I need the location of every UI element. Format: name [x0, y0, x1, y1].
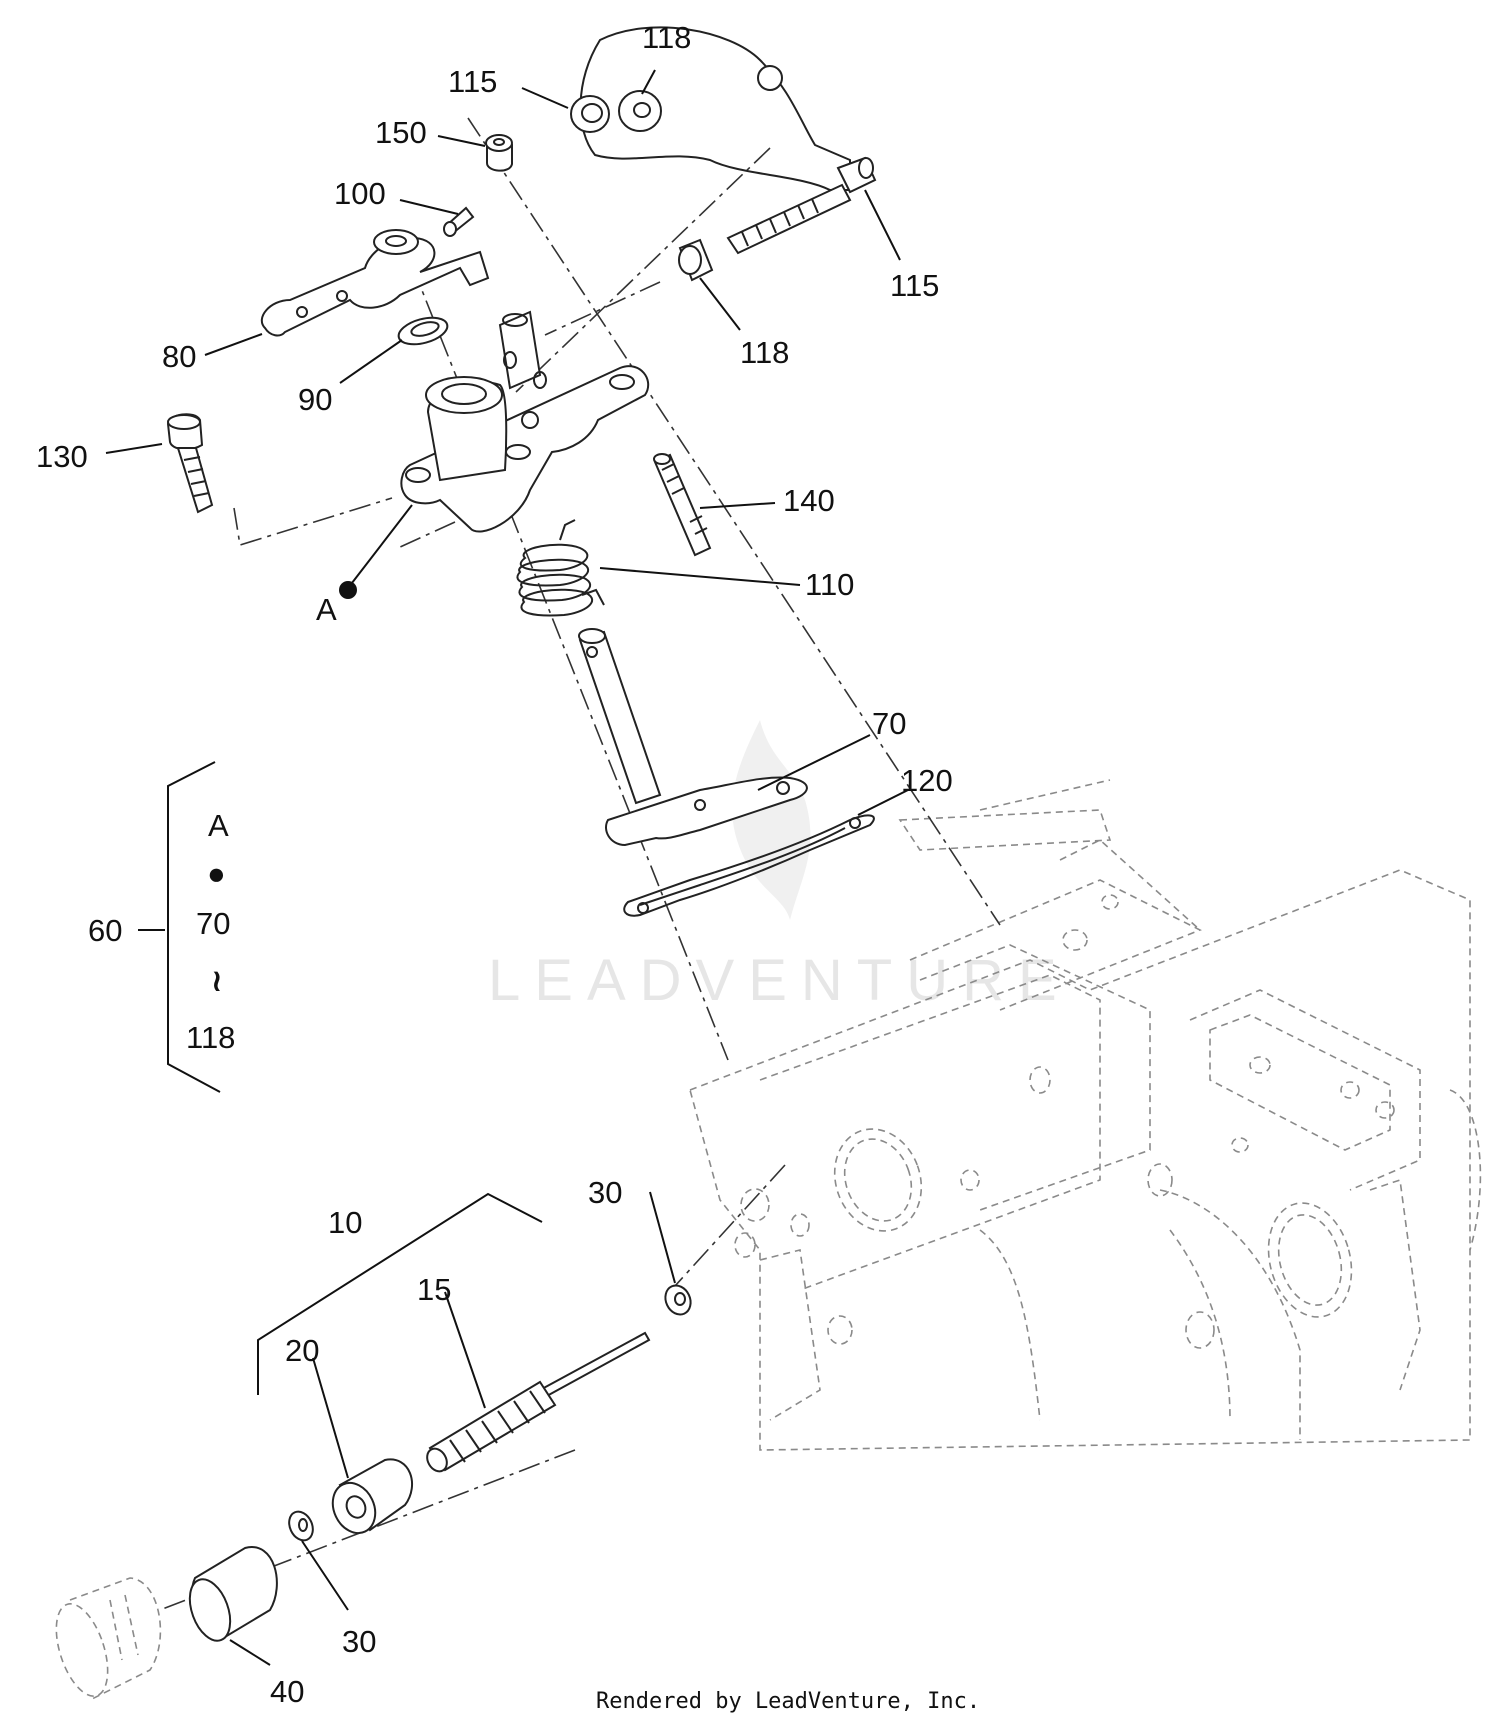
- bolt-130: [166, 413, 214, 514]
- callout-30-lower: 30: [342, 1624, 376, 1659]
- screw-15: [426, 1331, 651, 1473]
- callout-140: 140: [783, 483, 835, 518]
- bolt-115-right: [726, 156, 877, 255]
- washer-118-right: [678, 238, 714, 282]
- callout-a: A: [316, 592, 337, 627]
- callout-100: 100: [334, 176, 386, 211]
- callout-115-upper: 115: [448, 64, 497, 99]
- cap-40: [188, 1546, 278, 1642]
- legend-dot: ●: [207, 856, 226, 891]
- washer-30-right: [664, 1284, 692, 1316]
- lever-80: [260, 229, 490, 337]
- legend-tilde: ≀: [211, 963, 223, 998]
- stud-140: [653, 453, 712, 557]
- shaft-plate-70: [578, 628, 808, 847]
- callout-118-right: 118: [740, 335, 789, 370]
- gasket-120: [623, 814, 875, 917]
- legend-ref-a: A: [208, 808, 229, 843]
- watermark-text: LEADVENTURE: [488, 948, 1071, 1013]
- washer-30-lower: [288, 1510, 314, 1542]
- callout-115-right: 115: [890, 268, 939, 303]
- callout-70: 70: [872, 706, 906, 741]
- callout-130: 130: [36, 439, 88, 474]
- callout-40: 40: [270, 1674, 304, 1709]
- callout-150: 150: [375, 115, 427, 150]
- kit-legend: A ● 70 ≀ 118: [186, 808, 235, 1055]
- nut-20: [331, 1458, 414, 1535]
- callout-20: 20: [285, 1333, 319, 1368]
- callout-15: 15: [417, 1272, 451, 1307]
- callout-110: 110: [805, 567, 854, 602]
- reference-dot-a: [339, 581, 357, 599]
- nut-115-upper: [570, 95, 610, 133]
- kit-bracket-60: [167, 761, 221, 1093]
- watermark: LEADVENTURE: [488, 720, 1071, 1013]
- callout-90: 90: [298, 382, 332, 417]
- footer-credit: Rendered by LeadVenture, Inc.: [596, 1689, 980, 1714]
- engine-block-ghost: [689, 779, 1482, 1451]
- cover-plate: [579, 26, 851, 191]
- leader-lines: [105, 69, 909, 1666]
- washer-118-upper: [618, 90, 662, 132]
- callout-60: 60: [88, 913, 122, 948]
- pin-100: [443, 206, 475, 237]
- lower-shaft-ghost: [55, 1577, 162, 1701]
- legend-to: 118: [186, 1020, 235, 1055]
- callout-80: 80: [162, 339, 196, 374]
- nut-150: [485, 134, 513, 172]
- assembly-centerlines: [159, 117, 1001, 1611]
- callout-120: 120: [901, 763, 953, 798]
- callout-118-upper: 118: [642, 20, 691, 55]
- seal-90: [397, 316, 449, 346]
- callout-10: 10: [328, 1205, 362, 1240]
- callout-labels: 118 115 150 100 115 118 80 90 130 140 11…: [36, 20, 953, 1709]
- callout-30-right: 30: [588, 1175, 622, 1210]
- governor-housing: [400, 310, 650, 533]
- assembly-bracket-10: [257, 1192, 543, 1395]
- legend-from: 70: [196, 906, 230, 941]
- spring-110: [516, 519, 605, 617]
